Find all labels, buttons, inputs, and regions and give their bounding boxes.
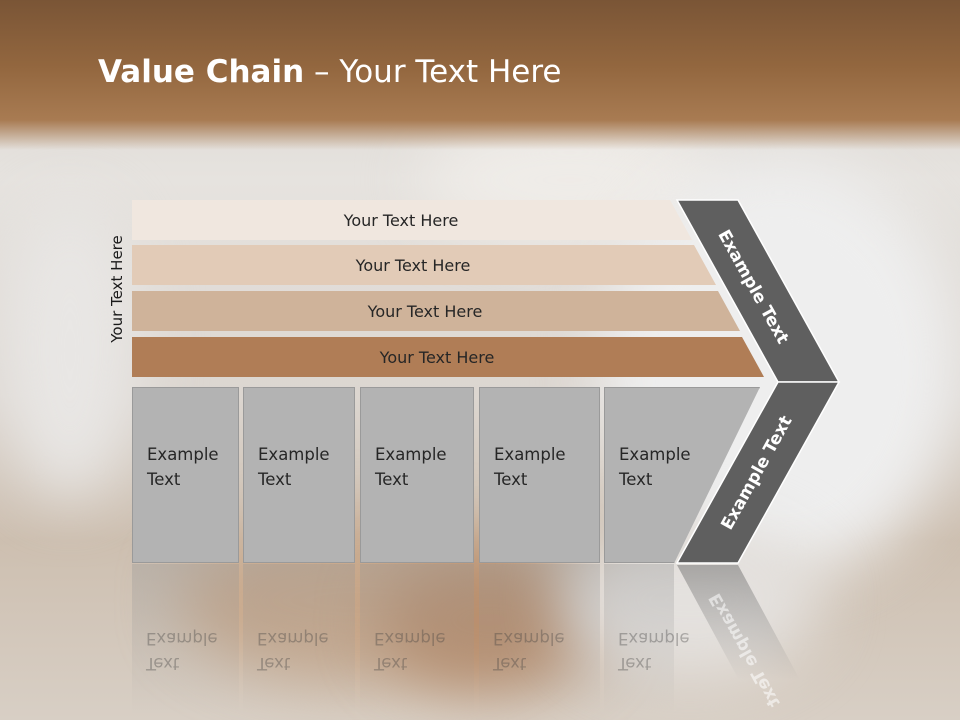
- slide-title: Value Chain – Your Text Here: [98, 54, 561, 90]
- box-text-line1: Example: [147, 445, 219, 464]
- row-label: Your Text Here: [343, 210, 459, 230]
- row-label: Your Text Here: [367, 301, 483, 321]
- box-text-line1: Example: [375, 445, 447, 464]
- chevron-lower-arm: [675, 381, 841, 564]
- box-text-line2: Text: [258, 470, 292, 489]
- title-rest: – Your Text Here: [304, 54, 562, 90]
- bg-photo-shape: [0, 200, 140, 500]
- row-label: Your Text Here: [355, 255, 471, 275]
- box-text-line1: Example: [258, 445, 330, 464]
- row-4: Your Text Here: [132, 337, 764, 377]
- box-text-line2: Text: [619, 470, 653, 489]
- box-text-line1: Example: [619, 445, 691, 464]
- box-text-line2: Text: [375, 470, 409, 489]
- title-bold: Value Chain: [98, 54, 305, 90]
- row-1: Your Text Here: [132, 200, 692, 240]
- title-bar: [0, 0, 960, 150]
- box-text-line2: Text: [494, 470, 528, 489]
- box-text-line1: Example: [494, 445, 566, 464]
- chevron-reflection: [677, 565, 800, 680]
- box-text-line2: Text: [147, 470, 181, 489]
- row-label: Your Text Here: [379, 347, 495, 367]
- row-2: Your Text Here: [132, 245, 716, 285]
- row-3: Your Text Here: [132, 291, 740, 331]
